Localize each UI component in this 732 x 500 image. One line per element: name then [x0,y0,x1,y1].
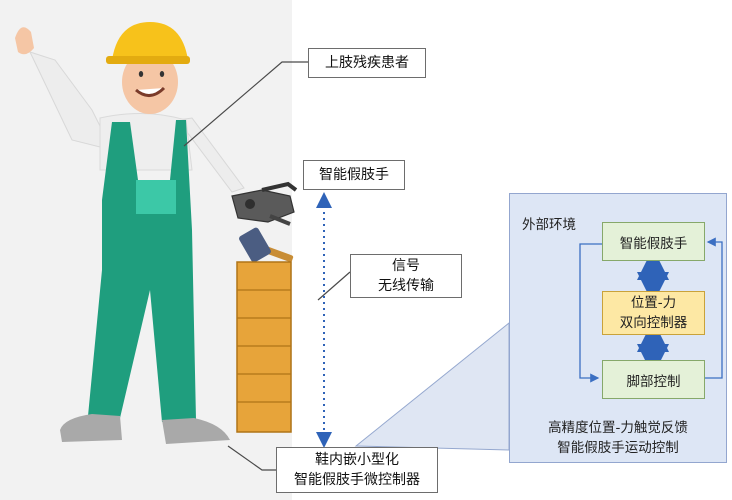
box-foot-control: 脚部控制 [602,360,705,399]
controller-label-line1: 鞋内嵌小型化 [315,452,399,468]
box-force-label-line1: 位置-力 [630,295,677,311]
controller-label-line2: 智能假肢手微控制器 [294,472,420,488]
signal-label-line2: 无线传输 [378,278,434,294]
panel-caption: 高精度位置-力触觉反馈 智能假肢手运动控制 [509,418,727,458]
left-shoe [60,414,122,442]
panel-title: 外部环境 [522,217,576,233]
right-shoe [162,418,230,444]
signal-label-line1: 信号 [392,258,420,274]
loop-right-arrow [704,237,723,379]
box-force-controller: 位置-力 双向控制器 [602,291,705,335]
box-foot-label: 脚部控制 [626,373,681,390]
patient-leader-line [183,61,308,147]
signal-callout: 信号 无线传输 [350,254,462,298]
crate-stack [236,261,292,433]
robotic-hand-icon [231,181,298,226]
controller-leader-line [227,445,276,471]
panel-caption-line2: 智能假肢手运动控制 [557,440,679,456]
hammer-icon [239,227,294,263]
hard-hat [112,22,188,60]
panel-caption-line1: 高精度位置-力触觉反馈 [548,420,688,436]
patient-label: 上肢残疾患者 [325,55,409,71]
loop-left-arrow [579,243,602,383]
prosthetic-hand-callout: 智能假肢手 [303,160,405,190]
worker-figure [15,22,245,444]
bib-pocket [136,180,176,214]
box-smart-hand-label: 智能假肢手 [619,235,688,252]
face [122,50,178,114]
raised-hand [15,27,34,55]
controller-callout: 鞋内嵌小型化 智能假肢手微控制器 [276,447,438,493]
box-smart-hand: 智能假肢手 [602,222,705,261]
patient-callout: 上肢残疾患者 [308,48,426,78]
prosthetic-hand-label: 智能假肢手 [319,167,389,183]
box-force-label-line2: 双向控制器 [619,315,688,331]
